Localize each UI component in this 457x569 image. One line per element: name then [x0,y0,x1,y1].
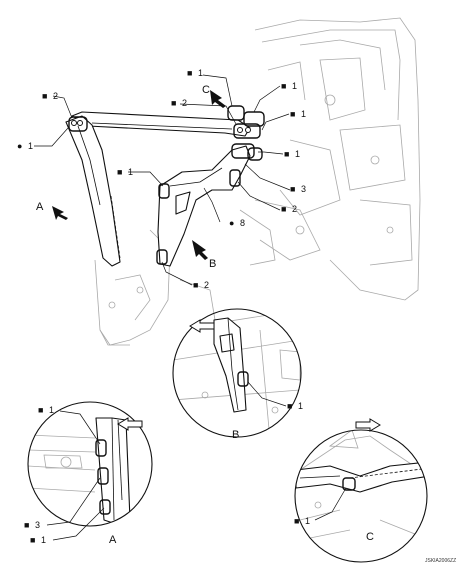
background-body-structure [94,17,421,346]
svg-text:3: 3 [35,520,40,530]
svg-text:■: ■ [187,68,192,78]
label-view-b-main: B [209,258,216,270]
label-detail-c-1: ■ 1 [294,516,310,526]
center-pillar-crease [169,167,223,187]
roof-rail-outer [71,111,251,137]
detail-view-c: ■ 1 C [294,418,428,563]
svg-text:■: ■ [284,149,289,159]
detail-c-circle [294,429,428,563]
svg-text:■: ■ [30,535,35,545]
spot-welds-center-pillar [156,143,263,265]
view-a-arrow [52,206,68,220]
svg-text:■: ■ [117,167,122,177]
label-view-c-detail: C [366,531,374,543]
svg-text:●: ● [17,141,22,151]
label-main-1-top: ■ 1 [187,68,203,78]
front-pillar-edge [77,125,101,206]
label-view-b-detail: B [232,429,239,441]
svg-text:1: 1 [298,401,303,411]
label-main-2-top-left: ■ 2 [42,91,58,101]
svg-text:■: ■ [290,109,295,119]
detail-b-circle [172,308,302,438]
svg-text:1: 1 [301,109,306,119]
svg-text:■: ■ [38,405,43,415]
svg-text:■: ■ [290,184,295,194]
center-pillar-reinforcement [157,145,251,267]
label-view-a-detail: A [109,534,117,546]
svg-text:1: 1 [292,81,297,91]
center-pillar-window [175,191,191,215]
label-detail-a-1-top: ■ 1 [38,405,54,415]
svg-text:1: 1 [305,516,310,526]
svg-text:1: 1 [41,535,46,545]
svg-text:■: ■ [171,98,176,108]
label-detail-a-1-bottom: ■ 1 [30,535,46,545]
label-main-2-bottom: ■ 2 [193,280,209,290]
detail-a-circle [27,401,153,527]
svg-text:■: ■ [24,520,29,530]
view-c-arrow [210,90,226,108]
svg-text:3: 3 [301,184,306,194]
label-main-1-center: ■ 1 [117,167,133,177]
svg-text:■: ■ [42,91,47,101]
label-detail-a-3: ■ 3 [24,520,40,530]
detail-c-arrow [355,418,381,432]
label-view-a-main: A [36,201,44,213]
detail-a-arrow [117,417,143,431]
svg-text:■: ■ [287,401,292,411]
svg-text:1: 1 [28,141,33,151]
figure-code: JSKIA2006ZZ [425,558,456,564]
svg-text:■: ■ [281,204,286,214]
svg-text:■: ■ [193,280,198,290]
svg-text:2: 2 [182,98,187,108]
svg-text:■: ■ [281,81,286,91]
label-main-2-top: ■ 2 [171,98,187,108]
svg-text:1: 1 [49,405,54,415]
label-main-1-right: ■ 1 [290,109,306,119]
detail-b-arrow [189,319,215,333]
svg-text:2: 2 [204,280,209,290]
svg-text:●: ● [229,218,234,228]
detail-view-a: ■ 1 ■ 3 ■ 1 A [24,401,153,546]
label-main-1-right-lower: ■ 1 [284,149,300,159]
view-b-arrow [192,240,208,260]
label-view-c-main: C [202,84,210,96]
detail-view-b: ■ 1 B [172,308,303,441]
spot-welds-front [68,116,88,132]
svg-text:■: ■ [294,516,299,526]
svg-text:8: 8 [240,218,245,228]
svg-text:2: 2 [53,91,58,101]
svg-text:1: 1 [198,68,203,78]
label-main-3: ■ 3 [290,184,306,194]
label-main-1-top-right: ■ 1 [281,81,297,91]
label-main-8: ● 8 [229,218,245,228]
label-main-2-right: ■ 2 [281,204,297,214]
label-detail-b-1: ■ 1 [287,401,303,411]
front-pillar-dash [110,195,121,259]
svg-text:2: 2 [292,204,297,214]
leaders-main [34,74,291,286]
roof-rail-inner-line [91,122,233,130]
spot-welds-upper-rear [227,105,265,139]
front-pillar [65,115,121,267]
svg-text:1: 1 [295,149,300,159]
label-main-1-left: ● 1 [17,141,33,151]
svg-text:1: 1 [128,167,133,177]
main-view: ■ 2 ● 1 ■ 1 ■ 2 C ■ 1 ■ 1 ■ 1 ■ 3 [17,17,421,346]
